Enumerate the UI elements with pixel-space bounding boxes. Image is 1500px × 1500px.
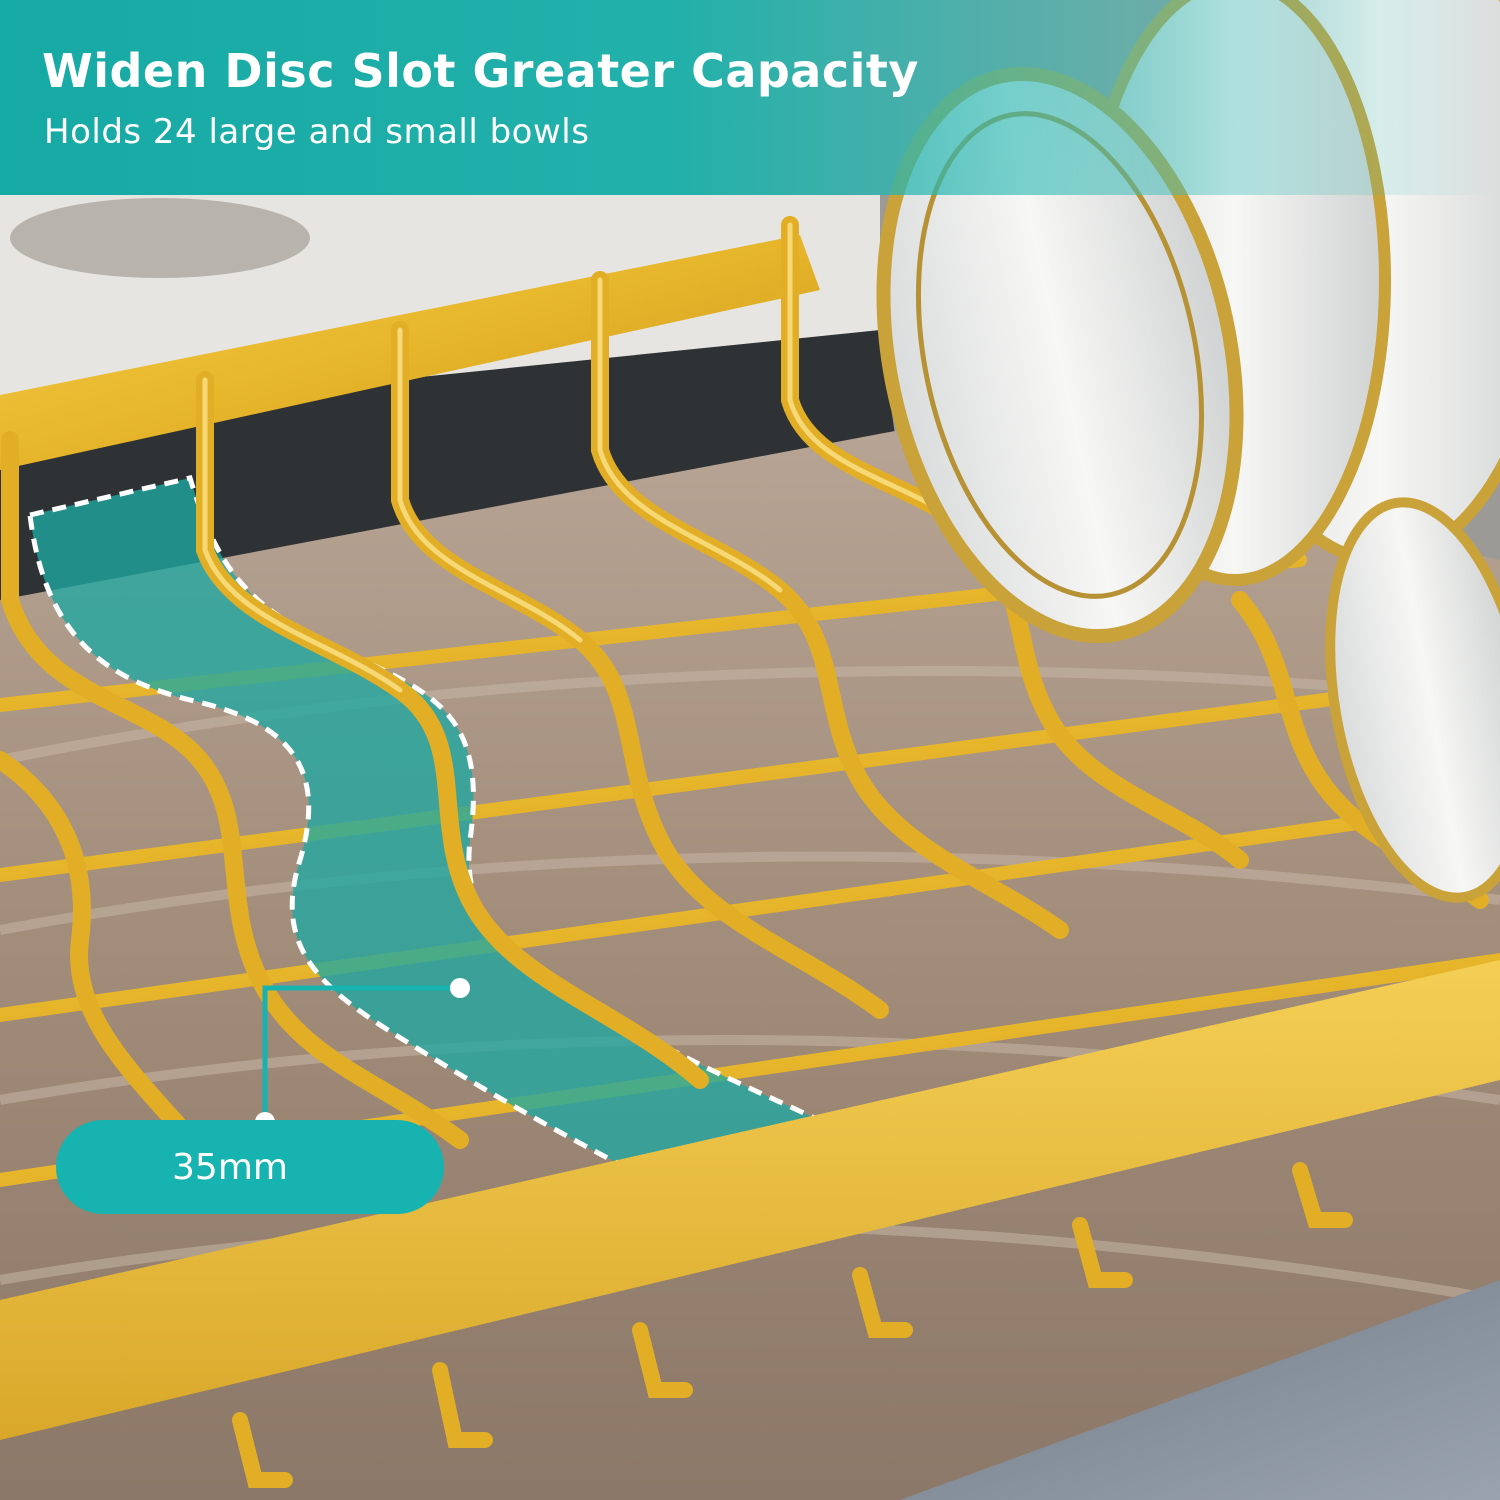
rack-front-rail: [0, 960, 1500, 1440]
bowl-small: [1325, 497, 1500, 903]
headline: Widen Disc Slot Greater Capacity: [42, 44, 919, 98]
title-banner: Widen Disc Slot Greater Capacity Holds 2…: [0, 0, 1500, 195]
rail-hooks: [232, 1162, 1353, 1488]
measurement-badge: 35mm: [56, 1120, 444, 1214]
measurement-label: 35mm: [172, 1146, 288, 1188]
marble-countertop: [900, 1280, 1500, 1500]
callout-dot-top: [450, 978, 470, 998]
subheadline: Holds 24 large and small bowls: [44, 112, 590, 152]
spoon-shape: [10, 198, 310, 278]
